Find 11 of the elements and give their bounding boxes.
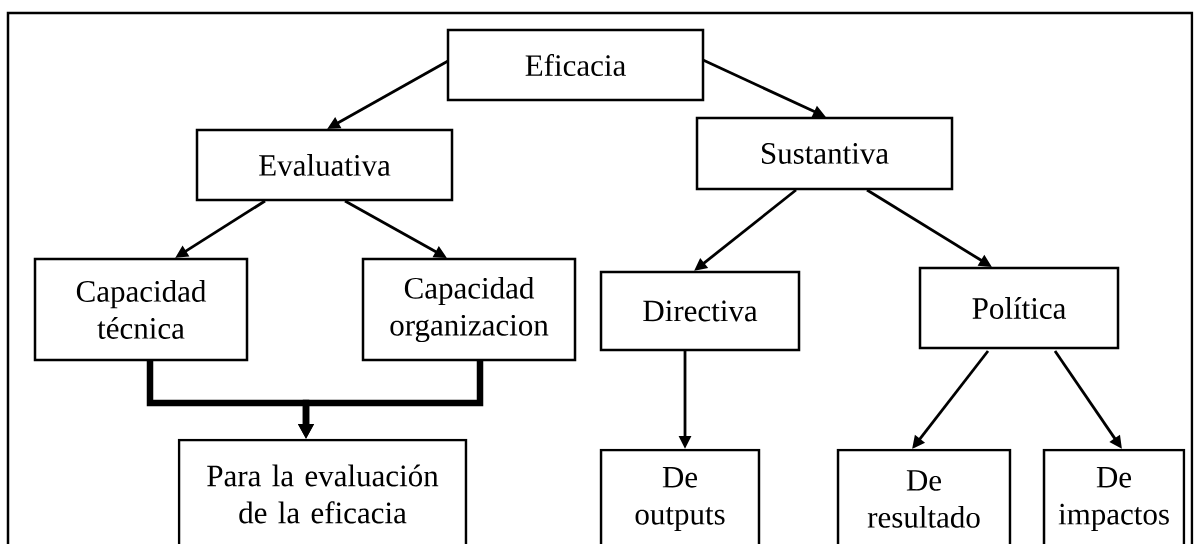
process-box: Sustantiva [695, 116, 954, 191]
process-box: Directiva [599, 270, 801, 352]
process-box: Evaluativa [195, 128, 454, 202]
process-box: Para la evaluación de la eficacia [177, 438, 468, 544]
process-box: Política [918, 266, 1120, 350]
process-box: De resultado [836, 448, 1012, 544]
process-box: Capacidad organizacion [361, 257, 577, 362]
process-box: Eficacia [446, 28, 705, 102]
process-box: De impactos [1042, 448, 1186, 544]
process-box: De outputs [599, 448, 761, 544]
process-box: Capacidad técnica [33, 257, 249, 362]
